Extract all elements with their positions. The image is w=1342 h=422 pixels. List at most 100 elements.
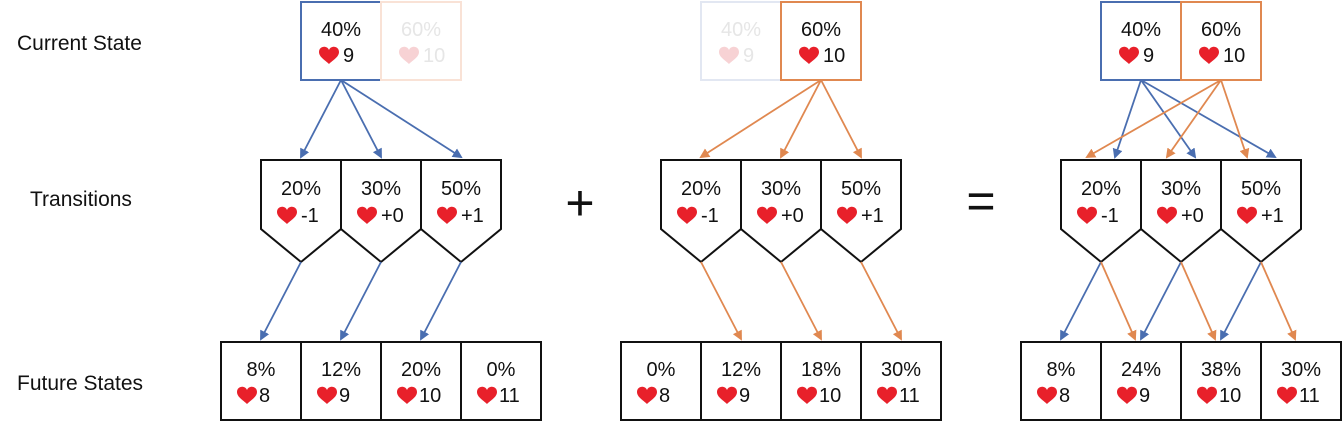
arrow-transition-to-future xyxy=(1220,261,1262,341)
transition-box: 20%-1 xyxy=(260,159,342,264)
current-state-hp: 9 xyxy=(743,45,754,67)
heart-icon xyxy=(437,206,457,224)
transition-delta: -1 xyxy=(701,205,719,227)
current-state-hp: 9 xyxy=(343,45,354,67)
heart-icon xyxy=(317,386,337,404)
current-state-percent: 60% xyxy=(401,19,441,41)
row-label-future-states: Future States xyxy=(17,372,143,395)
transition-box: 50%+1 xyxy=(420,159,502,264)
heart-icon xyxy=(1277,386,1297,404)
heart-icon xyxy=(237,386,257,404)
heart-icon xyxy=(1077,206,1097,224)
current-state-hp: 10 xyxy=(823,45,845,67)
arrow-current-to-transition xyxy=(340,79,463,159)
current-state-box: 40%9 xyxy=(1100,1,1182,81)
arrow-transition-to-future xyxy=(700,261,742,341)
transition-percent: 30% xyxy=(1161,178,1201,200)
heart-icon xyxy=(1157,206,1177,224)
row-label-current-state: Current State xyxy=(17,32,142,55)
arrow-transition-to-future xyxy=(780,261,822,341)
future-state-percent: 30% xyxy=(881,359,921,381)
arrow-transition-to-future xyxy=(1260,261,1297,341)
transition-delta: +1 xyxy=(461,205,484,227)
heart-icon xyxy=(1237,206,1257,224)
heart-icon xyxy=(1037,386,1057,404)
future-state-percent: 24% xyxy=(1121,359,1161,381)
future-state-percent: 0% xyxy=(647,359,676,381)
future-state-box: 30%11 xyxy=(860,341,942,421)
heart-icon xyxy=(877,386,897,404)
current-state-percent: 40% xyxy=(1121,19,1161,41)
future-state-box: 20%10 xyxy=(380,341,462,421)
arrow-transition-to-future xyxy=(1140,261,1182,341)
future-state-box: 0%8 xyxy=(620,341,702,421)
heart-icon xyxy=(477,386,497,404)
transition-delta: +0 xyxy=(781,205,804,227)
arrow-current-to-transition xyxy=(340,79,382,159)
current-state-percent: 60% xyxy=(801,19,841,41)
arrow-current-to-transition xyxy=(1112,79,1142,159)
arrow-current-to-transition xyxy=(1085,79,1222,158)
current-state-hp: 10 xyxy=(423,45,445,67)
arrow-current-to-transition xyxy=(300,79,342,159)
transition-delta: +0 xyxy=(381,205,404,227)
transition-box: 30%+0 xyxy=(340,159,422,264)
heart-icon xyxy=(677,206,697,224)
arrow-current-to-transition xyxy=(780,79,822,159)
arrow-transition-to-future xyxy=(860,261,902,341)
future-state-percent: 38% xyxy=(1201,359,1241,381)
panel-3: 40%960%1020%-130%+050%+18%824%938%1030%1… xyxy=(1020,1,1342,421)
transition-percent: 50% xyxy=(441,178,481,200)
future-state-percent: 18% xyxy=(801,359,841,381)
arrow-transition-to-future xyxy=(1180,261,1217,341)
heart-icon xyxy=(397,386,417,404)
equals-operator: = xyxy=(966,173,995,229)
future-state-box: 38%10 xyxy=(1180,341,1262,421)
transition-box: 30%+0 xyxy=(1140,159,1222,264)
heart-icon xyxy=(1119,46,1139,64)
future-state-percent: 30% xyxy=(1281,359,1321,381)
future-state-hp: 10 xyxy=(1219,385,1241,407)
future-state-hp: 8 xyxy=(1059,385,1070,407)
arrow-current-to-transition xyxy=(1140,79,1277,158)
heart-icon xyxy=(719,46,739,64)
current-state-percent: 40% xyxy=(721,19,761,41)
heart-icon xyxy=(1199,46,1219,64)
transition-box: 20%-1 xyxy=(1060,159,1142,264)
arrow-transition-to-future xyxy=(1060,261,1102,341)
future-state-box: 18%10 xyxy=(780,341,862,421)
transition-percent: 20% xyxy=(281,178,321,200)
future-state-hp: 11 xyxy=(499,385,520,407)
transition-box: 30%+0 xyxy=(740,159,822,264)
future-state-box: 12%9 xyxy=(700,341,782,421)
transition-delta: -1 xyxy=(1101,205,1119,227)
future-state-box: 8%8 xyxy=(1020,341,1102,421)
arrow-transition-to-future xyxy=(260,261,302,341)
arrow-current-to-transition xyxy=(699,79,822,159)
heart-icon xyxy=(797,386,817,404)
future-state-hp: 9 xyxy=(739,385,750,407)
arrow-transition-to-future xyxy=(340,261,382,341)
current-state-box: 60%10 xyxy=(1180,1,1262,81)
future-state-hp: 11 xyxy=(899,385,920,407)
plus-operator: + xyxy=(565,175,594,231)
current-state-box: 60%10 xyxy=(780,1,862,81)
current-state-box: 40%9 xyxy=(300,1,382,81)
future-state-percent: 12% xyxy=(321,359,361,381)
future-state-percent: 20% xyxy=(401,359,441,381)
transition-box: 50%+1 xyxy=(820,159,902,264)
transition-percent: 30% xyxy=(761,178,801,200)
arrow-current-to-transition xyxy=(820,79,862,159)
future-state-box: 8%8 xyxy=(220,341,302,421)
panel-2: 40%960%1020%-130%+050%+10%812%918%1030%1… xyxy=(620,1,942,421)
transition-box: 20%-1 xyxy=(660,159,742,264)
future-state-hp: 11 xyxy=(1299,385,1320,407)
transition-delta: +1 xyxy=(861,205,884,227)
future-state-box: 0%11 xyxy=(460,341,542,421)
future-state-box: 12%9 xyxy=(300,341,382,421)
heart-icon xyxy=(277,206,297,224)
heart-icon xyxy=(717,386,737,404)
current-state-hp: 9 xyxy=(1143,45,1154,67)
